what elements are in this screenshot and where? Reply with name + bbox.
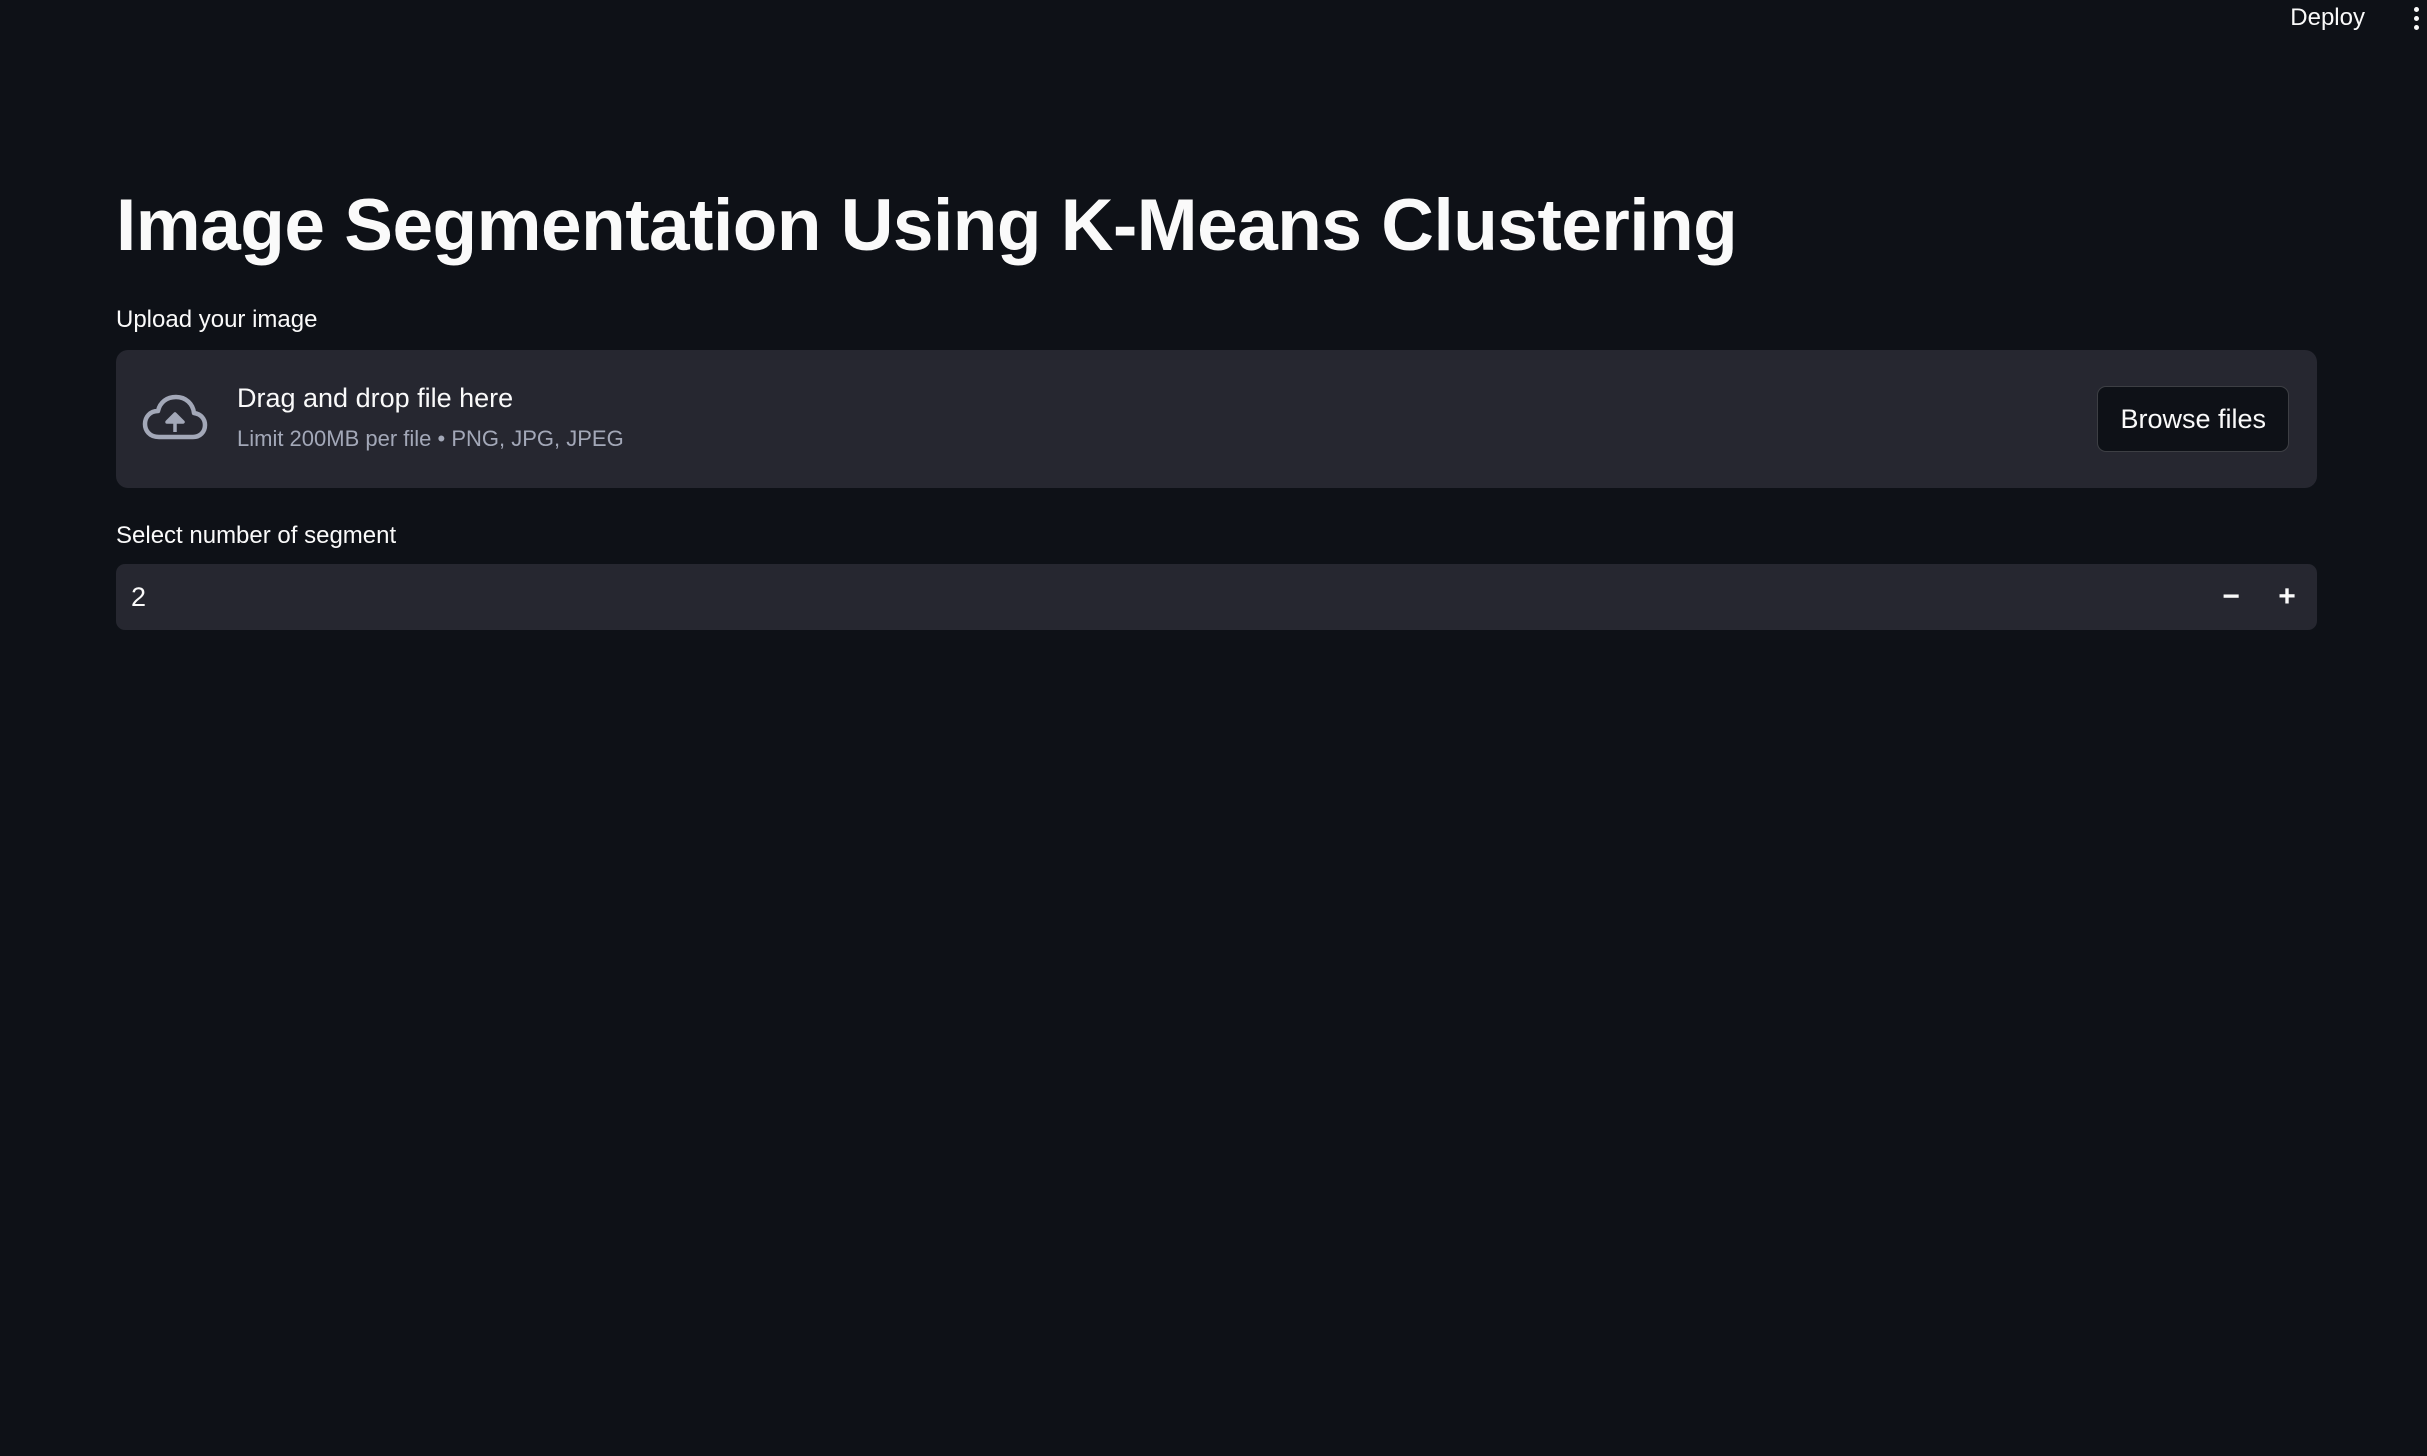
- file-dropzone[interactable]: Drag and drop file here Limit 200MB per …: [116, 350, 2317, 488]
- segment-count-input[interactable]: [116, 564, 2203, 630]
- main-menu-button[interactable]: [2405, 0, 2427, 36]
- kebab-menu-icon: [2413, 6, 2419, 12]
- uploader-label: Upload your image: [116, 306, 318, 333]
- top-header: Deploy: [0, 0, 2427, 62]
- segment-count-label: Select number of segment: [116, 522, 397, 549]
- dropzone-instructions: Drag and drop file here: [237, 383, 514, 413]
- plus-icon: +: [2278, 580, 2296, 613]
- decrement-button[interactable]: −: [2203, 564, 2259, 630]
- page-title: Image Segmentation Using K-Means Cluster…: [116, 185, 1738, 266]
- minus-icon: −: [2222, 580, 2240, 613]
- main-content: Image Segmentation Using K-Means Cluster…: [116, 170, 2317, 630]
- kebab-menu-icon-dot: [2413, 24, 2419, 30]
- dropzone-text: Drag and drop file here Limit 200MB per …: [237, 380, 624, 454]
- deploy-button[interactable]: Deploy: [2280, 0, 2375, 36]
- segment-count-stepper: − +: [116, 564, 2317, 630]
- browse-files-button[interactable]: Browse files: [2097, 386, 2289, 452]
- dropzone-limits: Limit 200MB per file • PNG, JPG, JPEG: [237, 426, 624, 451]
- cloud-upload-icon: [142, 394, 208, 440]
- kebab-menu-icon-dot: [2413, 15, 2419, 21]
- increment-button[interactable]: +: [2259, 564, 2315, 630]
